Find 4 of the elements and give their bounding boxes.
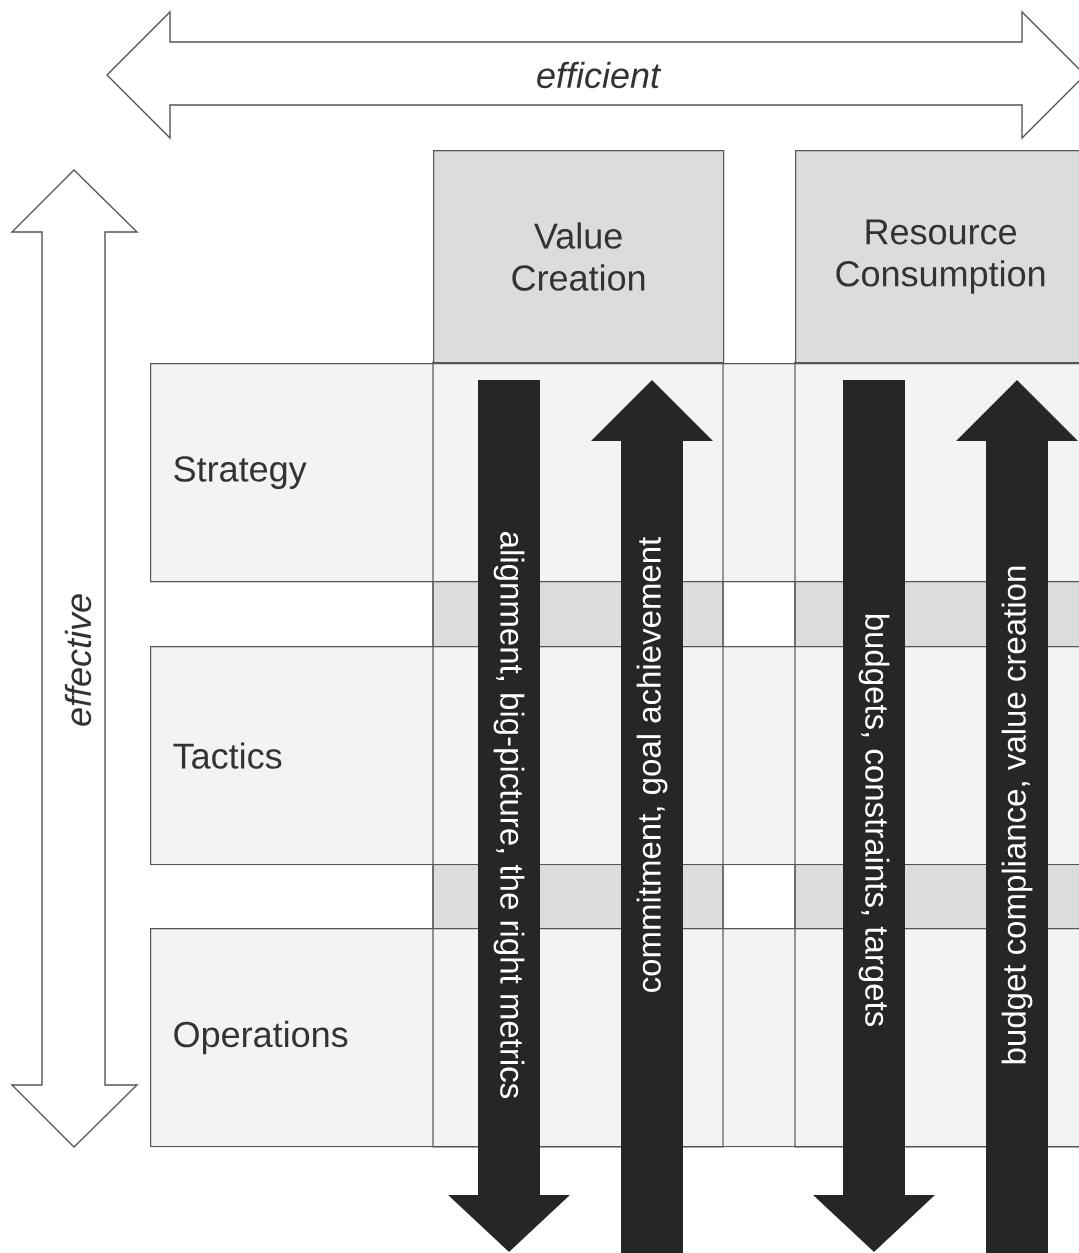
axis-label: effective bbox=[64, 594, 92, 726]
column-header-box: Value Creation bbox=[433, 150, 725, 364]
axis-label: efficient bbox=[537, 61, 662, 89]
column-header-box: Resource Consumption bbox=[795, 150, 1079, 364]
